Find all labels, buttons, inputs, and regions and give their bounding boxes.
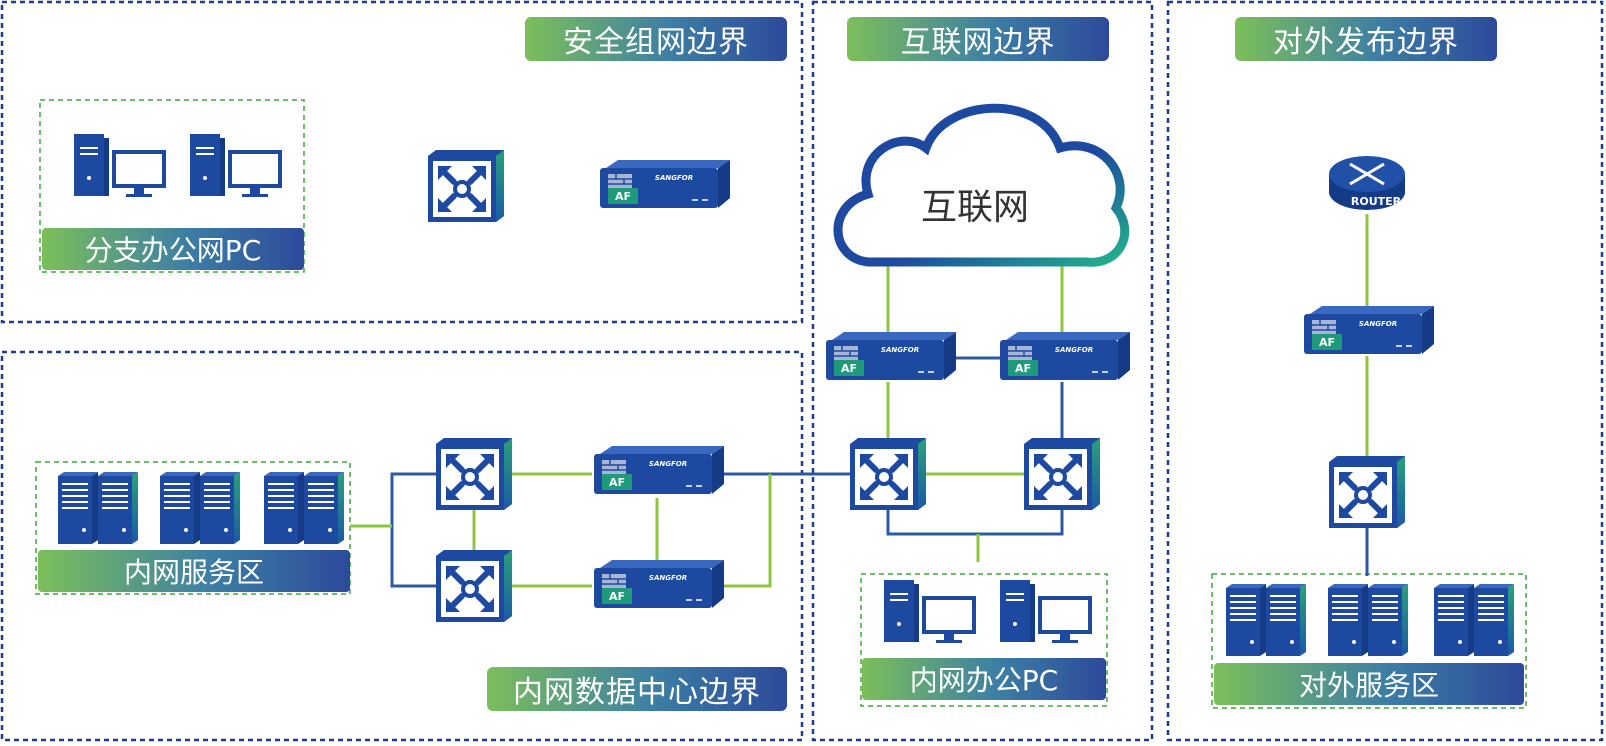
server-icon-intranet-3: [263, 471, 345, 545]
server-icon-intranet-2: [159, 471, 241, 545]
firewall-icon-branch: [599, 159, 731, 209]
pc-icon-branch-1: [73, 133, 167, 198]
server-icon-external-1: [1225, 583, 1307, 657]
group-intranet-service-border: [35, 461, 351, 595]
zone-security-border: [0, 0, 804, 324]
group-external-service-border: [1211, 573, 1527, 709]
zone-title-publish: 对外发布边界: [1235, 17, 1497, 61]
group-branch-pc-border: [39, 99, 305, 273]
group-label-external-service: 对外服务区: [1214, 663, 1524, 705]
router-label: ROUTER: [1350, 195, 1402, 208]
server-icon-external-3: [1433, 583, 1515, 657]
group-label-intranet-office: 内网办公PC: [862, 658, 1106, 700]
zone-title-security: 安全组网边界: [525, 17, 787, 61]
link-dc-fw2-core: [722, 474, 772, 588]
switch-icon-branch: [428, 150, 504, 222]
zone-datacenter-border: [0, 350, 804, 742]
firewall-icon-external: [1303, 305, 1435, 355]
zone-title-datacenter: 内网数据中心边界: [487, 667, 787, 711]
link-core-switch-bus: [886, 510, 1064, 536]
group-label-branch-pc: 分支办公网PC: [42, 228, 304, 270]
switch-icon-core-left: [850, 438, 926, 510]
internet-cloud: [833, 103, 1130, 267]
cloud-label: 互联网: [920, 187, 1029, 228]
links: [304, 178, 1369, 588]
firewall-icon-dc-1: [593, 445, 725, 495]
switch-icon-dc-2: [436, 550, 512, 622]
switch-icon-external: [1329, 456, 1405, 528]
firewall-icon-dc-2: [593, 559, 725, 609]
zone-internet-border: [811, 0, 1154, 742]
server-icon-external-2: [1327, 583, 1409, 657]
pc-icon-branch-2: [189, 133, 283, 198]
group-label-intranet-service: 内网服务区: [38, 550, 350, 592]
zone-title-internet: 互联网边界: [847, 17, 1109, 61]
pc-icon-office-1: [883, 579, 977, 644]
zone-publish-border: [1166, 0, 1604, 742]
server-icon-intranet-1: [57, 471, 139, 545]
router-icon: [1329, 156, 1405, 210]
pc-icon-office-2: [999, 579, 1093, 644]
switch-icon-core-right: [1024, 438, 1100, 510]
firewall-icon-internet-right: [999, 331, 1131, 381]
firewall-icon-internet-left: [825, 331, 957, 381]
link-dc-switch-bus: [390, 472, 440, 588]
switch-icon-dc-1: [436, 438, 512, 510]
